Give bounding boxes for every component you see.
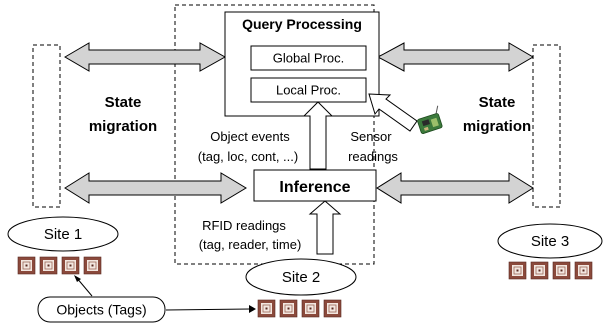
sensor-readings-line1: Sensor	[350, 129, 392, 144]
inference-label: Inference	[279, 179, 350, 196]
site-2-ellipse	[245, 258, 357, 296]
objects-to-site-2-pointer	[165, 308, 251, 311]
site-3-label: Site 3	[531, 233, 569, 250]
site-1-label: Site 1	[44, 226, 82, 243]
state-migration-left-line2: migration	[89, 118, 157, 135]
site-2-label: Site 2	[282, 269, 320, 286]
rfid-tag-icon	[552, 261, 571, 280]
rfid-tag-icon	[61, 256, 80, 275]
inference-box	[253, 169, 377, 202]
rfid-tag-icon	[301, 299, 320, 318]
local-proc-box	[250, 77, 367, 103]
rfid-tag-icon	[17, 256, 36, 275]
rfid-tag-icon	[257, 299, 276, 318]
objects-to-site-1-arrowhead	[74, 275, 81, 282]
right-bottom-double-arrow	[376, 172, 534, 204]
right-top-double-arrow	[376, 42, 534, 72]
sensor-device-icon	[417, 105, 443, 134]
local-proc-label: Local Proc.	[276, 83, 341, 98]
sensor-readings-arrow	[368, 93, 418, 132]
inference-to-local-proc-arrow	[302, 101, 334, 170]
global-proc-box	[250, 45, 367, 71]
left-top-double-arrow	[64, 42, 227, 72]
query-processing-title: Query Processing	[242, 16, 362, 32]
central-site-boundary	[174, 4, 375, 265]
object-events-line1: Object events	[210, 129, 290, 144]
site-1-tags	[17, 256, 102, 275]
left-bottom-double-arrow	[64, 172, 247, 204]
global-proc-label: Global Proc.	[273, 51, 345, 66]
site-2-tags	[257, 299, 342, 318]
site-3-tags	[508, 261, 593, 280]
left-site-boundary	[32, 44, 61, 208]
state-migration-right-line1: State	[479, 94, 516, 111]
object-events-line2: (tag, loc, cont, ...)	[198, 149, 298, 164]
state-migration-right-line2: migration	[463, 118, 531, 135]
rfid-tag-icon	[323, 299, 342, 318]
rfid-readings-line2: (tag, reader, time)	[199, 237, 302, 252]
objects-to-site-2-arrowhead	[249, 305, 256, 313]
rfid-tag-icon	[39, 256, 58, 275]
rfid-tag-icon	[83, 256, 102, 275]
objects-tags-box	[37, 296, 166, 323]
rfid-tag-icon	[574, 261, 593, 280]
right-site-boundary	[532, 44, 561, 208]
site-3-ellipse	[497, 223, 603, 259]
rfid-tag-icon	[279, 299, 298, 318]
rfid-tag-icon	[530, 261, 549, 280]
sensor-readings-line2: readings	[348, 149, 398, 164]
objects-tags-label: Objects (Tags)	[56, 302, 146, 318]
rfid-tag-icon	[508, 261, 527, 280]
site-1-ellipse	[7, 216, 119, 252]
rfid-to-inference-arrow	[308, 200, 342, 255]
state-migration-left-line1: State	[105, 94, 142, 111]
rfid-readings-line1: RFID readings	[202, 218, 286, 233]
